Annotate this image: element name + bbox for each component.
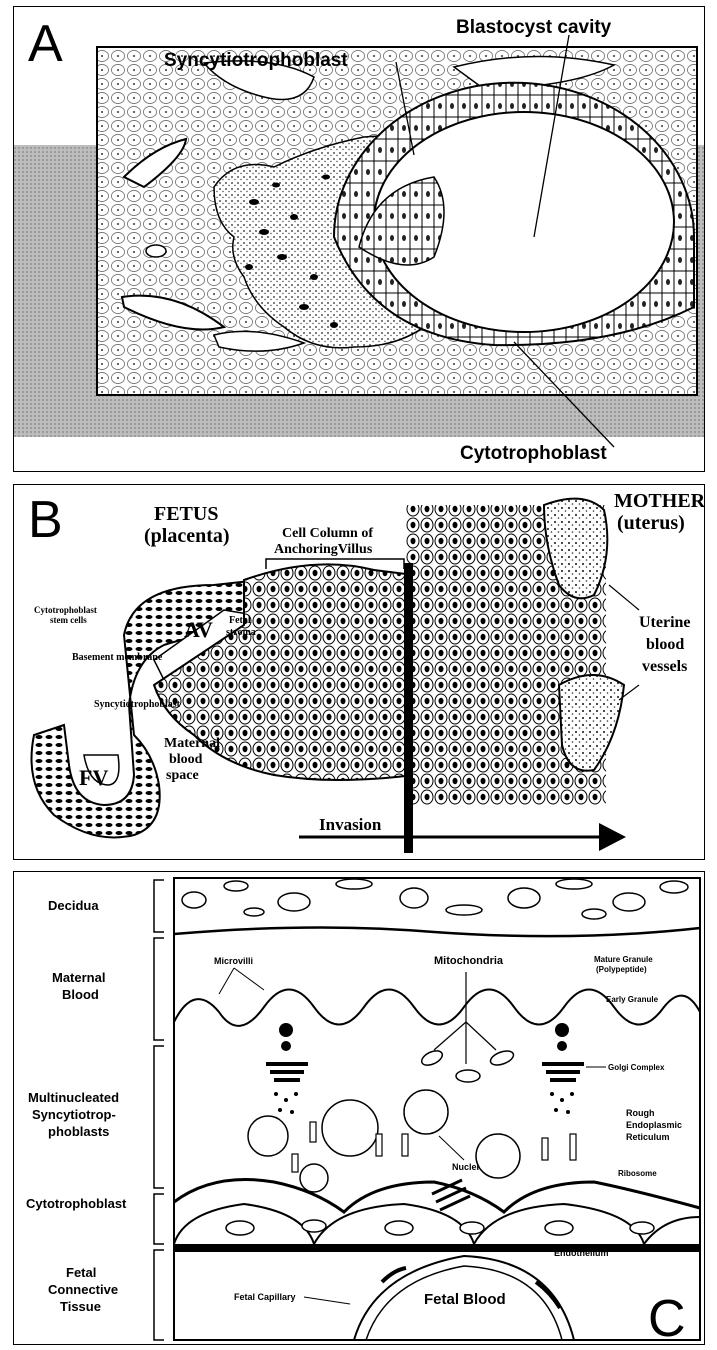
label-uterine-3: vessels <box>642 658 687 675</box>
label-fetal-stroma-2: stroma <box>226 627 256 638</box>
label-cytotrophoblast-stem-1: Cytotrophoblast <box>34 605 97 615</box>
label-uterine-2: blood <box>646 636 684 653</box>
label-cytotrophoblast-stem-2: stem cells <box>50 615 87 625</box>
label-uterus: (uterus) <box>617 512 685 534</box>
panel-b: B FETUS (placenta) MOTHER (uterus) Cell … <box>13 484 705 860</box>
basement-membrane-band <box>174 1244 700 1252</box>
panel-a-letter: A <box>28 15 63 73</box>
label-syncytiotrophoblast: Syncytiotrophoblast <box>164 50 348 71</box>
panel-a-diagram: A Blastocyst cavity Syncytiotrophoblast … <box>14 7 705 472</box>
label-nuclei: Nuclei <box>452 1162 479 1172</box>
layer-brackets <box>154 880 164 1340</box>
capillary <box>146 245 166 257</box>
label-cell-column-2: AnchoringVillus <box>274 542 373 557</box>
label-ribosome: Ribosome <box>618 1169 657 1178</box>
label-maternal-1: Maternal <box>164 736 220 751</box>
label-maternal-3: space <box>166 768 199 783</box>
label-fetal-blood: Fetal Blood <box>424 1291 506 1308</box>
panel-c: Decidua Maternal Blood Multinucleated Sy… <box>13 871 705 1345</box>
label-fv: FV <box>79 765 108 790</box>
label-basement-membrane: Basement membrane <box>72 652 163 663</box>
leader-line <box>609 585 639 610</box>
label-invasion: Invasion <box>319 815 382 834</box>
label-microvilli: Microvilli <box>214 956 253 966</box>
label-maternal-2: blood <box>169 752 203 767</box>
label-mature-granule-2: (Polypeptide) <box>596 965 647 974</box>
label-blastocyst-cavity: Blastocyst cavity <box>456 17 612 38</box>
panel-b-diagram: B FETUS (placenta) MOTHER (uterus) Cell … <box>14 485 705 860</box>
panel-c-letter: C <box>648 1290 686 1345</box>
label-golgi-complex: Golgi Complex <box>608 1063 665 1072</box>
layer-cytotrophoblast: Cytotrophoblast <box>26 1196 127 1211</box>
panel-c-diagram: Decidua Maternal Blood Multinucleated Sy… <box>14 872 705 1345</box>
label-av: AV <box>184 617 213 642</box>
label-mature-granule-1: Mature Granule <box>594 955 653 964</box>
layer-multi-3: phoblasts <box>48 1124 109 1139</box>
layer-maternal-1: Maternal <box>52 970 105 985</box>
label-uterine-1: Uterine <box>639 614 691 631</box>
label-placenta: (placenta) <box>144 525 230 547</box>
label-rough-3: Reticulum <box>626 1132 670 1142</box>
layer-fetal-3: Tissue <box>60 1299 101 1314</box>
layer-maternal-2: Blood <box>62 987 99 1002</box>
layer-fetal-2: Connective <box>48 1282 118 1297</box>
label-syncytiotrophoblast-b: Syncytiotrophoblast <box>94 699 181 710</box>
layer-multi-2: Syncytiotrop- <box>32 1107 116 1122</box>
label-rough-2: Endoplasmic <box>626 1120 682 1130</box>
label-fetal-stroma-1: Fetal <box>229 615 251 626</box>
layer-multi-1: Multinucleated <box>28 1090 119 1105</box>
layer-decidua: Decidua <box>48 898 99 913</box>
label-rough-1: Rough <box>626 1108 655 1118</box>
label-fetus: FETUS <box>154 503 218 525</box>
label-early-granule: Early Granule <box>606 995 659 1004</box>
label-cell-column-1: Cell Column of <box>282 526 373 541</box>
label-mitochondria: Mitochondria <box>434 955 504 967</box>
label-endothelium: Endothelium <box>554 1248 609 1258</box>
label-fetal-capillary: Fetal Capillary <box>234 1292 296 1302</box>
uterine-blood-vessel <box>559 675 624 771</box>
panel-b-letter: B <box>28 491 63 549</box>
label-mother: MOTHER <box>614 490 705 512</box>
fetal-maternal-boundary <box>404 563 413 853</box>
invasion-arrowhead <box>599 823 626 851</box>
label-cytotrophoblast: Cytotrophoblast <box>460 443 607 464</box>
layer-fetal-1: Fetal <box>66 1265 96 1280</box>
panel-a: A Blastocyst cavity Syncytiotrophoblast … <box>13 6 705 472</box>
